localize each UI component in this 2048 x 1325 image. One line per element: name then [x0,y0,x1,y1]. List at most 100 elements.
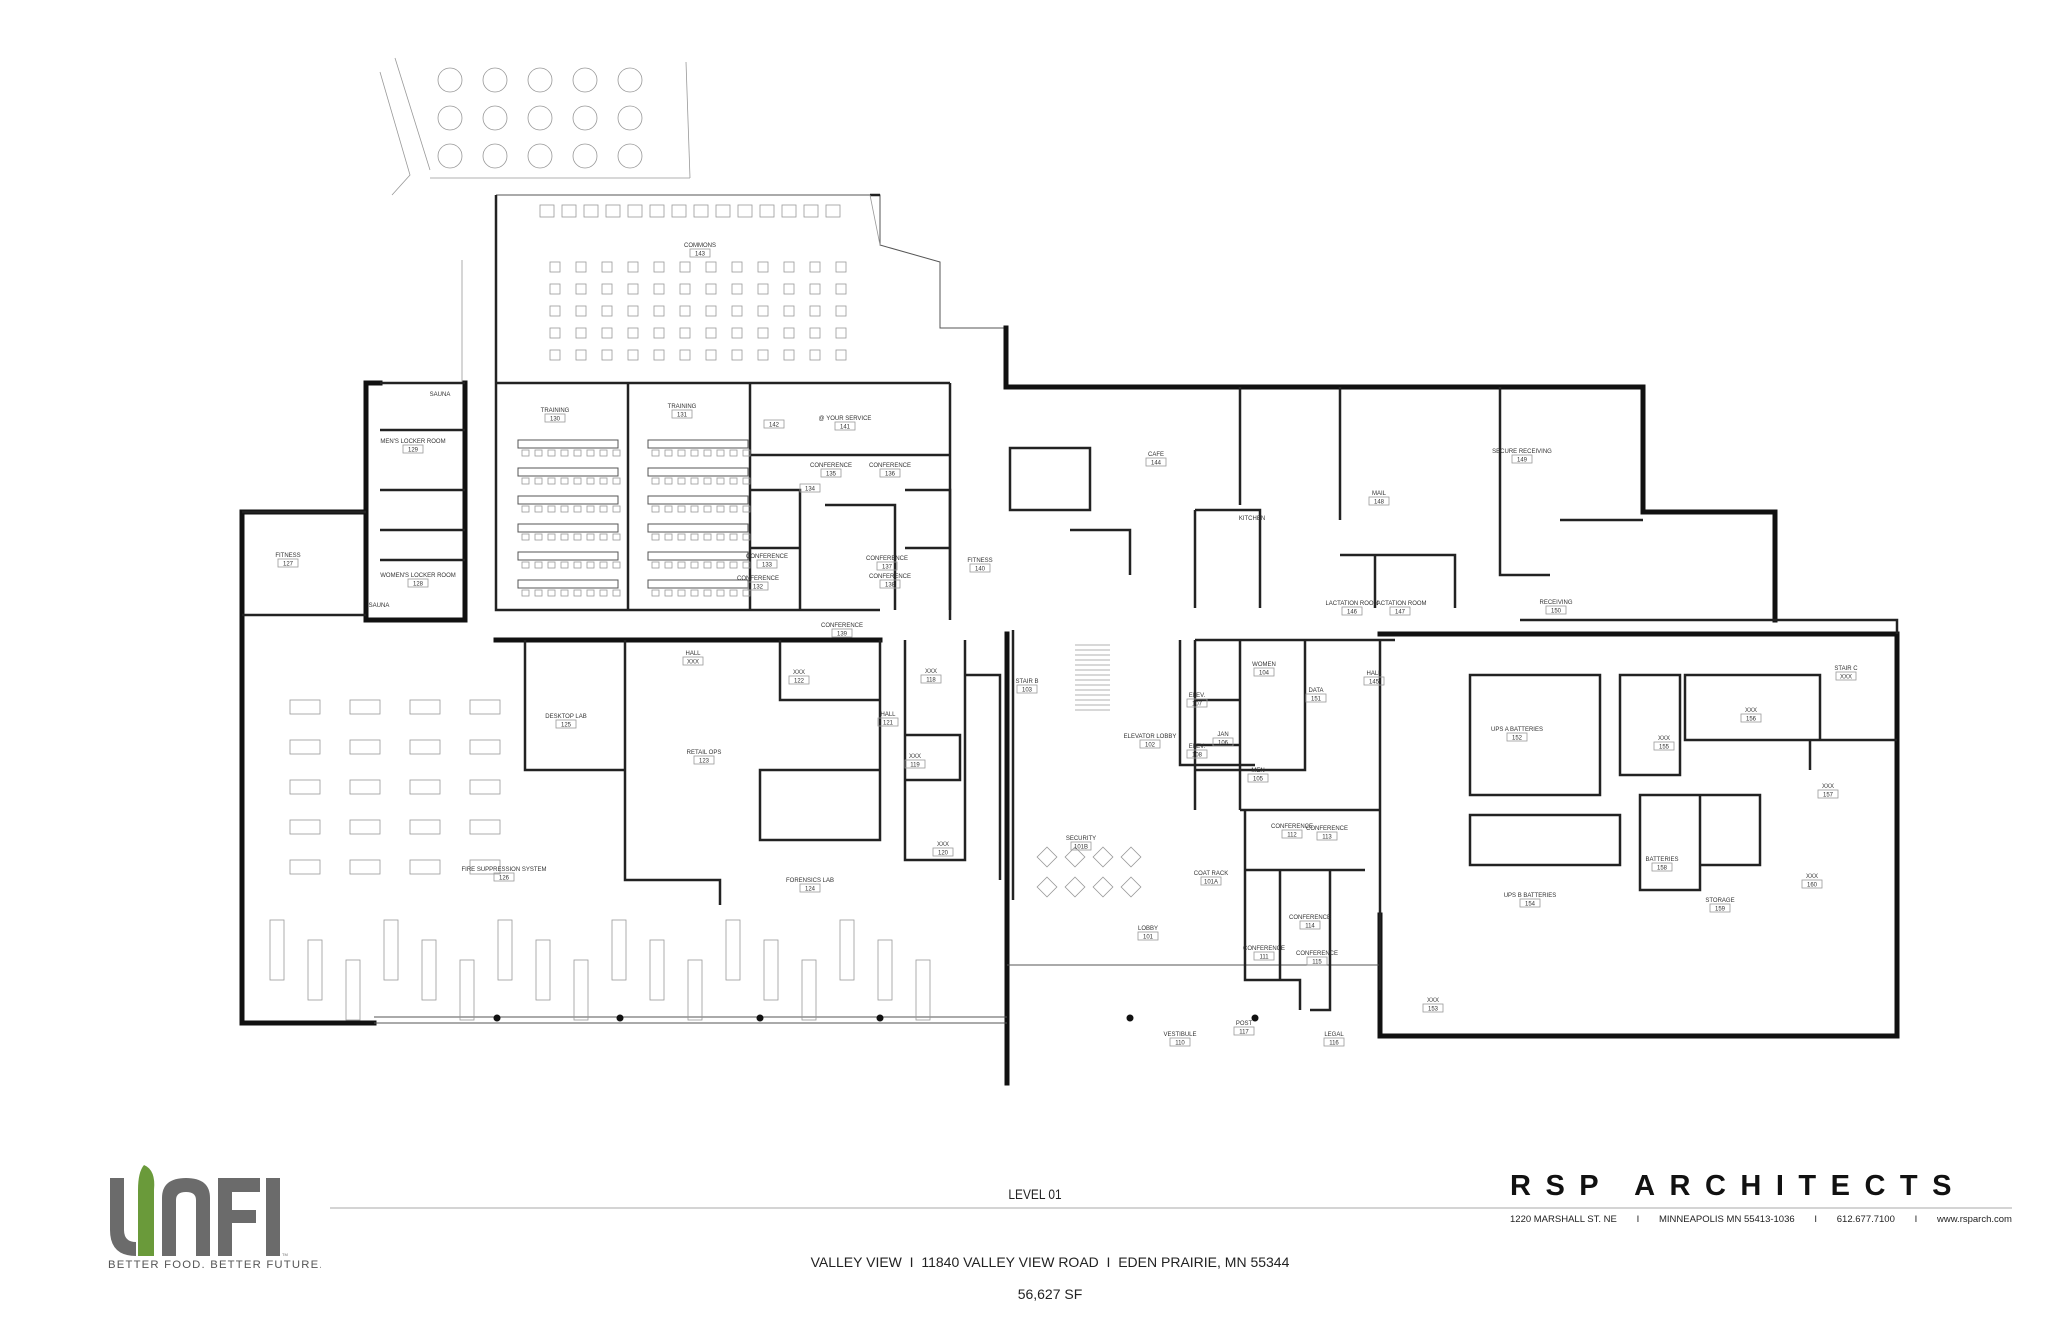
booth [781,204,797,218]
room-number: 154 [1525,902,1536,908]
room-name: SAUNA [369,603,390,609]
chair [664,505,673,513]
room-name: LEGAL [1324,1032,1344,1038]
room-number-box [407,578,429,588]
cafe-table [601,349,613,361]
chair [573,477,582,485]
lobby-chair [1092,876,1114,898]
chair [521,589,530,597]
chair [534,589,543,597]
booth [539,204,555,218]
room-number: 105 [1253,777,1264,783]
architect-city: MINNEAPOLIS MN 55413-1036 [1658,1214,1795,1225]
room-number: 133 [762,563,773,569]
room-name: XXX [909,754,921,760]
chair [534,449,543,457]
room-number-box [920,674,942,684]
room-name: POST [1236,1021,1253,1027]
room-number-box [1070,841,1092,851]
room-name: FIRE SUPPRESSION SYSTEM [461,867,546,873]
room-name: DATA [1308,688,1323,694]
room-name: KITCHEN [1239,516,1265,522]
cafe-table [653,283,665,295]
chair [664,561,673,569]
equipment [469,819,501,835]
room-number-box [1316,831,1338,841]
room-number-box [1016,684,1038,694]
level-label: LEVEL 01 [1008,1186,1062,1202]
chair [742,589,751,597]
room-number: 139 [837,632,848,638]
room-number: 135 [826,472,837,478]
cafe-table [705,261,717,273]
room-name: CAFE [1148,452,1164,458]
room-number: 143 [695,252,706,258]
room-number: 140 [975,567,986,573]
room-name: TRAINING [541,408,570,414]
cafe-table [757,283,769,295]
chair [547,589,556,597]
architect-website[interactable]: www.rsparch.com [1937,1214,2012,1225]
equipment [289,739,321,755]
chair [573,561,582,569]
chair [586,505,595,513]
room-number-box [555,719,577,729]
room-number: 155 [1659,745,1670,751]
chair [560,477,569,485]
column [616,1014,624,1022]
chair [729,533,738,541]
room-name: MEN [1251,768,1264,774]
cafe-table [575,283,587,295]
cafe-table [809,305,821,317]
room-number: 130 [550,417,561,423]
equipment [409,819,441,835]
patio-table [572,67,598,93]
cafe-table [757,261,769,273]
room-number-box [879,579,901,589]
room-name: CONFERENCE [1306,826,1348,832]
chair [612,505,621,513]
room-number-box [1653,741,1675,751]
room-number-box [493,872,515,882]
room-name: COMMONS [684,243,716,249]
equipment [349,739,381,755]
room-name: UPS B BATTERIES [1504,893,1557,899]
cafe-table [809,327,821,339]
equipment [469,779,501,795]
cafe-table [653,327,665,339]
chair [677,505,686,513]
equipment [409,739,441,755]
cafe-table [549,261,561,273]
room-number: 127 [283,562,294,568]
room-name: FITNESS [967,558,992,564]
storage-rack [725,919,741,981]
chair [690,449,699,457]
trademark-symbol: TM [282,1252,288,1257]
room-name: XXX [1745,708,1757,714]
chair [521,449,530,457]
room-number-box [1212,737,1234,747]
room-number: XXX [687,660,699,666]
patio-table [437,105,463,131]
architect-contact: 1220 MARSHALL ST. NE I MINNEAPOLIS MN 55… [1510,1214,2012,1225]
cafe-table [835,349,847,361]
training-table [647,467,749,477]
room-number-box [1389,606,1411,616]
equipment [289,779,321,795]
cafe-table [549,349,561,361]
chair [703,505,712,513]
room-number: 113 [1322,835,1332,841]
room-number: 115 [1312,960,1322,966]
